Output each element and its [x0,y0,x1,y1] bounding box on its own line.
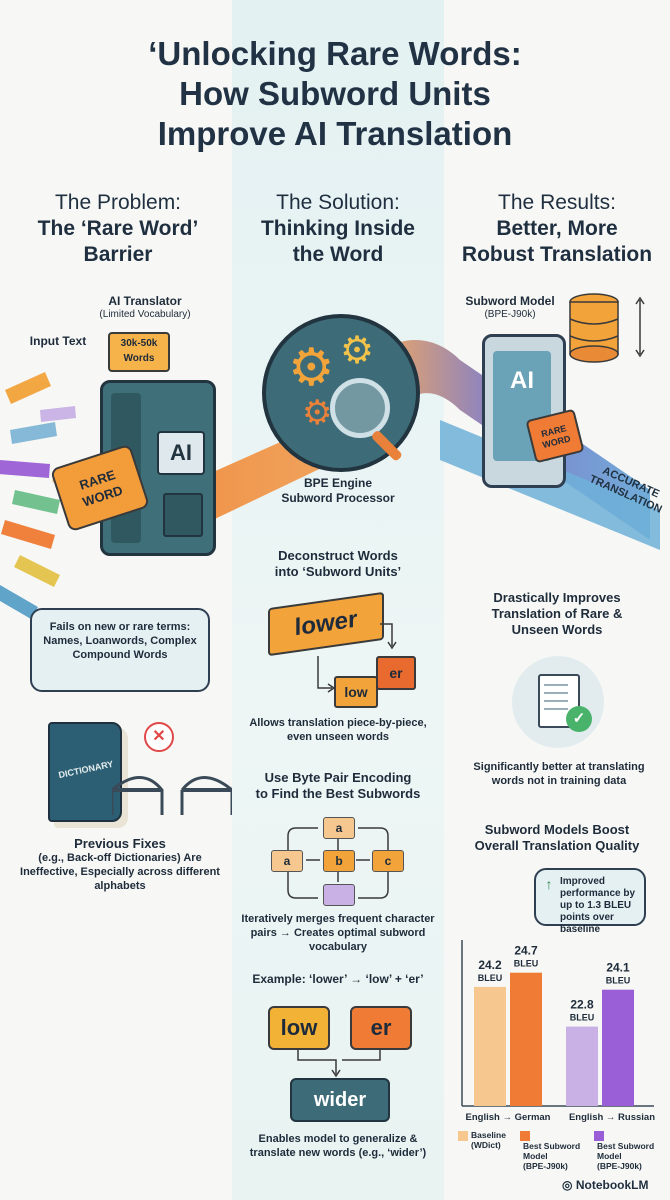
broken-bridge-icon [112,776,232,815]
vocabulary-size-tag: 30k-50k Words [108,332,170,372]
results-heading: The Results: Better, More Robust Transla… [461,191,653,266]
magnifier-icon [330,378,390,438]
piece-by-piece-text: Allows translation piece-by-piece, even … [249,717,427,743]
chart-unit-label: BLEU [478,973,503,983]
previous-fixes-text: Previous Fixes (e.g., Back-off Dictionar… [20,836,220,892]
translator-label: AI Translator (Limited Vocabulary) [99,294,191,320]
chart-bar [474,986,506,1106]
bpe-engine-label: BPE Engine Subword Processor [281,476,395,505]
gear-icon: ⚙ [340,330,375,372]
improved-performance-callout: ↑ Improved performance by up to 1.3 BLEU… [534,868,646,935]
er-piece: er [376,656,416,690]
chart-category-label: English → German [465,1112,551,1123]
merge-arrows [297,1048,381,1078]
gear-icon: ⚙ [302,394,333,432]
page-title: ‘Unlocking Rare Words: How Subword Units… [148,35,522,152]
bpe-merge-connectors [287,827,389,899]
gear-icon: ⚙ [288,339,335,397]
bpe-tile-merged [323,884,355,906]
chart-unit-label: BLEU [514,959,539,969]
boost-heading: Subword Models Boost Overall Translation… [474,822,640,853]
generalize-text: Enables model to generalize & translate … [249,1133,427,1159]
example-low-piece: low [268,1006,330,1050]
chart-legend-entry: Baseline(WDict) [458,1130,524,1150]
bpe-engine-gears: ⚙ ⚙ ⚙ [262,314,420,472]
bpe-tile-a-top: a [323,817,355,839]
bpe-heading: Use Byte Pair Encoding to Find the Best … [255,770,421,801]
dictionary-book: DICTIONARY [48,722,122,822]
deconstruct-heading: Deconstruct Words into ‘Subword Units’ [274,548,402,579]
better-translation-text: Significantly better at translating word… [473,761,645,787]
legend-label: Baseline(WDict) [471,1130,506,1150]
check-icon: ✓ [566,706,592,732]
solution-heading: The Solution: Thinking Inside the Word [260,191,415,266]
fails-callout: Fails on new or rare terms: Names, Loanw… [30,608,210,692]
chart-category-labels: English → German English → Russian [452,1112,662,1126]
bpe-tile-c: c [372,850,404,872]
ai-screen: AI [157,431,205,475]
input-text-label: Input Text [29,334,87,348]
bpe-tile-a: a [271,850,303,872]
document-check-icon: ✓ [512,656,604,748]
subword-model-label: Subword Model (BPE-J90k) [465,294,555,320]
chart-bar [510,972,542,1106]
error-x-icon: ✕ [144,722,174,752]
example-wider-block: wider [290,1078,390,1122]
merge-text: Iteratively merges frequent character pa… [241,913,435,953]
split-arrows [317,623,397,693]
database-icon [569,293,645,363]
low-piece: low [334,676,378,708]
chart-data-label: 24.1 [606,961,630,975]
improves-heading: Drastically Improves Translation of Rare… [491,590,623,637]
chart-unit-label: BLEU [606,976,631,986]
problem-heading: The Problem: The ‘Rare Word’ Barrier [37,191,199,266]
chart-data-label: 22.8 [570,998,594,1012]
chart-data-label: 24.2 [478,958,502,972]
chart-unit-label: BLEU [570,1013,595,1023]
subword-model-device: AI [482,334,566,488]
chart-bar [566,1026,598,1106]
bpe-tile-b: b [323,850,355,872]
legend-swatch [594,1131,604,1141]
example-er-piece: er [350,1006,412,1050]
up-arrow-icon: ↑ [545,876,553,892]
notebooklm-logo-icon: ◎ [562,1178,573,1192]
notebooklm-brand: ◎ NotebookLM [562,1178,649,1192]
input-text-speech-bubbles [0,372,85,619]
example-text: Example: ‘lower’ → ‘low’ + ‘er’ [252,972,424,986]
legend-swatch [458,1131,468,1141]
chart-bar [602,989,634,1106]
legend-swatch [520,1131,530,1141]
chart-data-label: 24.7 [514,944,538,958]
chart-category-label: English → Russian [568,1112,656,1123]
